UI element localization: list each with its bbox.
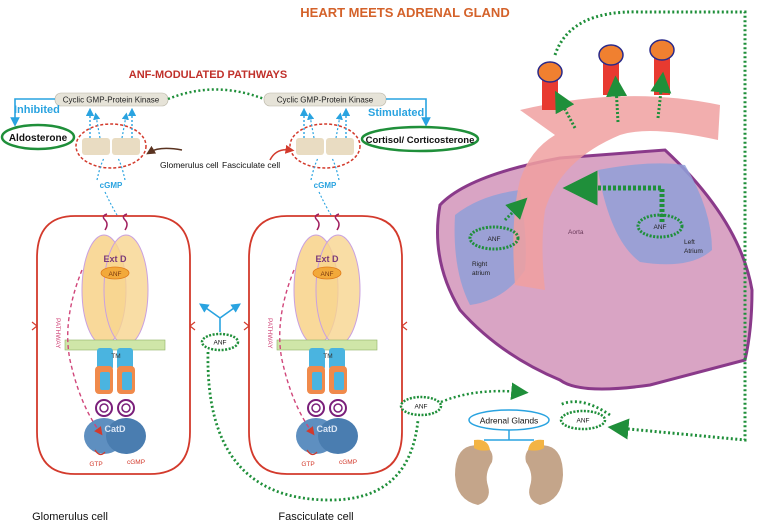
left-kinase-label: Cyclic GMP-Protein Kinase xyxy=(63,96,160,105)
fasciculate-cell-caption: Fasciculate cell xyxy=(278,511,353,523)
systemic-loop xyxy=(553,10,747,442)
cortisol-ellipse xyxy=(360,125,480,153)
left-tm-label: TM xyxy=(111,353,120,360)
left-pathway-label: PATHWAY xyxy=(54,318,61,349)
heart-illustration xyxy=(436,39,754,391)
glomerulus-pointer-label: Glomerulus cell xyxy=(160,160,219,170)
kidney-left xyxy=(455,439,493,505)
right-ext-d-label: Ext D xyxy=(315,254,339,264)
fasciculate-pointer-label: Fasciculate cell xyxy=(222,160,280,170)
right-gtp-label: GTP xyxy=(301,461,314,468)
diagram-title: HEART MEETS ADRENAL GLAND xyxy=(300,5,509,20)
inhibited-label: Inhibited xyxy=(14,104,60,116)
left-atrium-label-line: Atrium xyxy=(684,248,703,255)
left-atrium-label-line: Left xyxy=(684,239,695,246)
right-atrium-label: Right atrium xyxy=(472,261,490,277)
left-kinase-dimer xyxy=(75,107,147,181)
right-cgmp-connector xyxy=(318,191,332,216)
anf-between-cells xyxy=(199,303,241,352)
right-cgmp-bottom-label: cGMP xyxy=(339,459,357,466)
left-atrium-anf-label: ANF xyxy=(654,224,667,231)
kinase-link-curve xyxy=(167,88,265,101)
glomerulus-cell xyxy=(31,213,196,475)
right-kinase-dimer xyxy=(289,107,361,181)
pathways-subtitle: ANF-MODULATED PATHWAYS xyxy=(129,69,287,81)
left-anf-label: ANF xyxy=(109,271,122,278)
right-cgmp-label: cGMP xyxy=(314,181,337,190)
left-cgmp-bottom-label: cGMP xyxy=(127,459,145,466)
stimulated-arrow xyxy=(386,98,431,127)
glomerulus-cell-caption: Glomerulus cell xyxy=(32,511,108,523)
left-ext-d-label: Ext D xyxy=(103,254,127,264)
kidney-right xyxy=(525,439,563,505)
heart-to-anf-route xyxy=(559,400,611,417)
anf-adrenal-right xyxy=(559,409,607,431)
right-atrium-anf-label: ANF xyxy=(488,236,501,243)
glomerulus-pointer-arrow xyxy=(146,145,183,155)
anf-to-adrenal-arrow xyxy=(440,382,529,404)
left-atrium-label: Left Atrium xyxy=(684,239,703,255)
inhibited-arrow xyxy=(10,98,55,127)
adrenal-glands-label: Adrenal Glands xyxy=(480,416,539,426)
anf-return-route xyxy=(206,351,420,502)
right-anf-label: ANF xyxy=(321,271,334,278)
adrenal-connector xyxy=(484,430,534,441)
right-kinase-label: Cyclic GMP-Protein Kinase xyxy=(277,96,374,105)
anf-between-label: ANF xyxy=(214,340,227,347)
fasciculate-cell xyxy=(243,213,408,475)
right-atrium-label-line: atrium xyxy=(472,270,490,277)
left-cgmp-label: cGMP xyxy=(100,181,123,190)
right-tm-label: TM xyxy=(323,353,332,360)
left-catd-label: CatD xyxy=(104,424,126,434)
right-atrium-label-line: Right xyxy=(472,261,487,268)
right-pathway-label: PATHWAY xyxy=(266,318,273,349)
aldosterone-ellipse xyxy=(0,123,76,151)
fasciculate-pointer-arrow xyxy=(269,144,295,161)
left-gtp-label: GTP xyxy=(89,461,102,468)
left-cgmp-connector xyxy=(104,191,118,216)
anf-adrenal-left-label: ANF xyxy=(415,404,428,411)
anf-adrenal-right-label: ANF xyxy=(577,418,590,425)
stimulated-label: Stimulated xyxy=(368,107,424,119)
aldosterone-label: Aldosterone xyxy=(9,133,68,144)
aorta-label: Aorta xyxy=(568,229,584,236)
right-catd-label: CatD xyxy=(316,424,338,434)
cortisol-label: Cortisol/ Corticosterone xyxy=(366,135,475,146)
anf-adrenal-left xyxy=(399,395,443,417)
